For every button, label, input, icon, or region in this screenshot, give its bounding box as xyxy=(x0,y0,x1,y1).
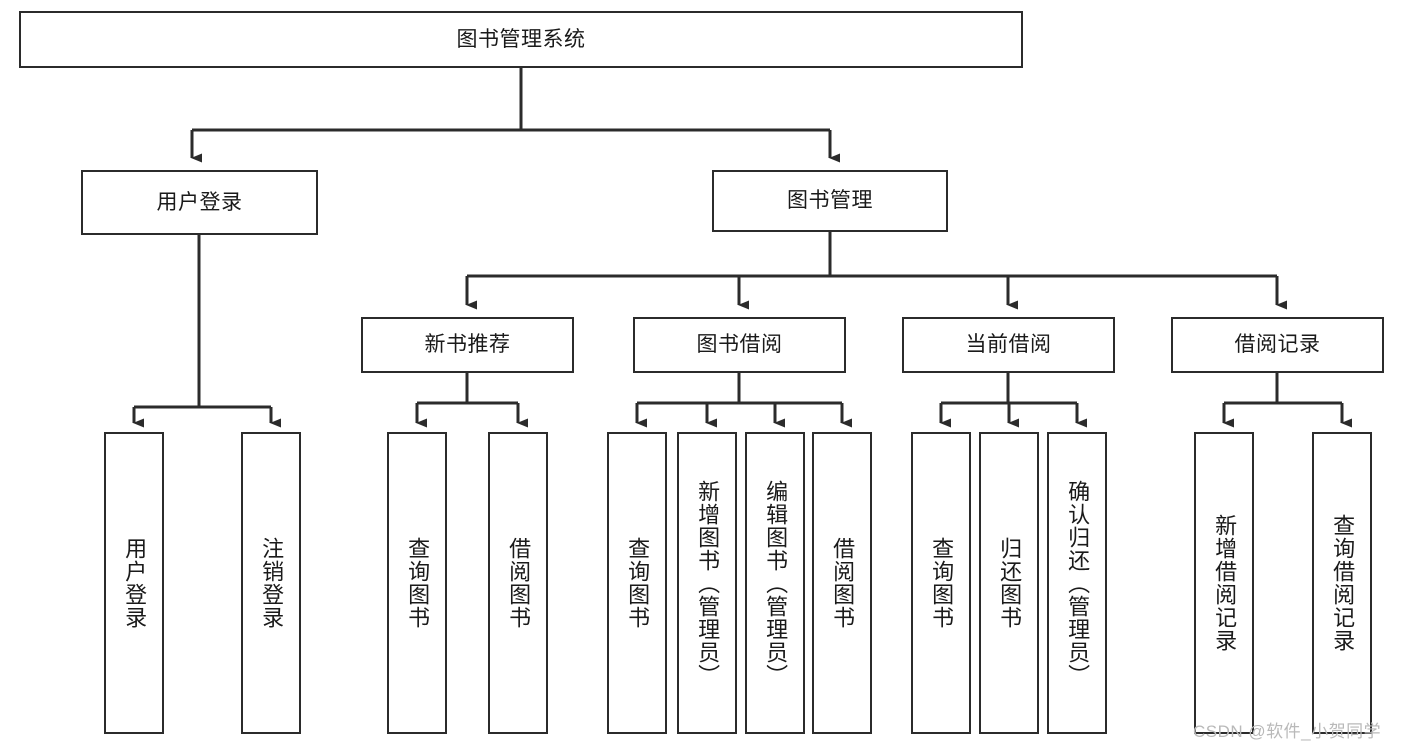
leaf-borrow-record-add-record[interactable]: 新增借阅记录 xyxy=(1194,432,1254,734)
leaf-new-book-borrow-book[interactable]: 借阅图书 xyxy=(488,432,548,734)
node-book-manage-label: 图书管理 xyxy=(787,189,873,213)
leaf-book-borrow-query-book[interactable]: 查询图书 xyxy=(607,432,667,734)
leaf-label: 注销登录 xyxy=(259,537,285,629)
leaf-current-borrow-query-book[interactable]: 查询图书 xyxy=(911,432,971,734)
node-book-borrow-label: 图书借阅 xyxy=(696,333,783,357)
node-root-system[interactable]: 图书管理系统 xyxy=(19,11,1023,68)
node-new-book-recommend-label: 新书推荐 xyxy=(424,333,511,357)
leaf-current-borrow-return-book[interactable]: 归还图书 xyxy=(979,432,1039,734)
leaf-book-borrow-edit-book-admin[interactable]: 编辑图书（管理员） xyxy=(745,432,805,734)
leaf-label: 新增图书（管理员） xyxy=(695,479,721,687)
leaf-new-book-query-book[interactable]: 查询图书 xyxy=(387,432,447,734)
leaf-user-login-login[interactable]: 用户登录 xyxy=(104,432,164,734)
leaf-label: 归还图书 xyxy=(997,537,1023,629)
node-user-login-label: 用户登录 xyxy=(156,190,243,214)
leaf-label: 借阅图书 xyxy=(506,537,532,629)
leaf-label: 编辑图书（管理员） xyxy=(763,479,789,687)
node-new-book-recommend[interactable]: 新书推荐 xyxy=(361,317,574,373)
leaf-label: 查询图书 xyxy=(929,537,955,629)
node-user-login[interactable]: 用户登录 xyxy=(81,170,318,235)
leaf-label: 确认归还（管理员） xyxy=(1065,479,1091,687)
node-book-borrow[interactable]: 图书借阅 xyxy=(633,317,846,373)
leaf-label: 查询图书 xyxy=(625,537,651,629)
leaf-label: 新增借阅记录 xyxy=(1212,514,1238,652)
leaf-book-borrow-add-book-admin[interactable]: 新增图书（管理员） xyxy=(677,432,737,734)
leaf-label: 用户登录 xyxy=(122,537,148,629)
leaf-borrow-record-query-record[interactable]: 查询借阅记录 xyxy=(1312,432,1372,734)
node-borrow-record-label: 借阅记录 xyxy=(1234,333,1321,357)
leaf-book-borrow-borrow-book[interactable]: 借阅图书 xyxy=(812,432,872,734)
leaf-current-borrow-confirm-return-admin[interactable]: 确认归还（管理员） xyxy=(1047,432,1107,734)
leaf-label: 借阅图书 xyxy=(830,537,856,629)
leaf-label: 查询图书 xyxy=(405,537,431,629)
leaf-label: 查询借阅记录 xyxy=(1330,514,1356,652)
leaf-user-login-logout[interactable]: 注销登录 xyxy=(241,432,301,734)
node-book-manage[interactable]: 图书管理 xyxy=(712,170,948,232)
csdn-watermark: CSDN @软件_小贺同学 xyxy=(1193,722,1382,741)
node-current-borrow[interactable]: 当前借阅 xyxy=(902,317,1115,373)
node-root-label: 图书管理系统 xyxy=(456,27,586,51)
node-borrow-record[interactable]: 借阅记录 xyxy=(1171,317,1384,373)
node-current-borrow-label: 当前借阅 xyxy=(965,333,1052,357)
